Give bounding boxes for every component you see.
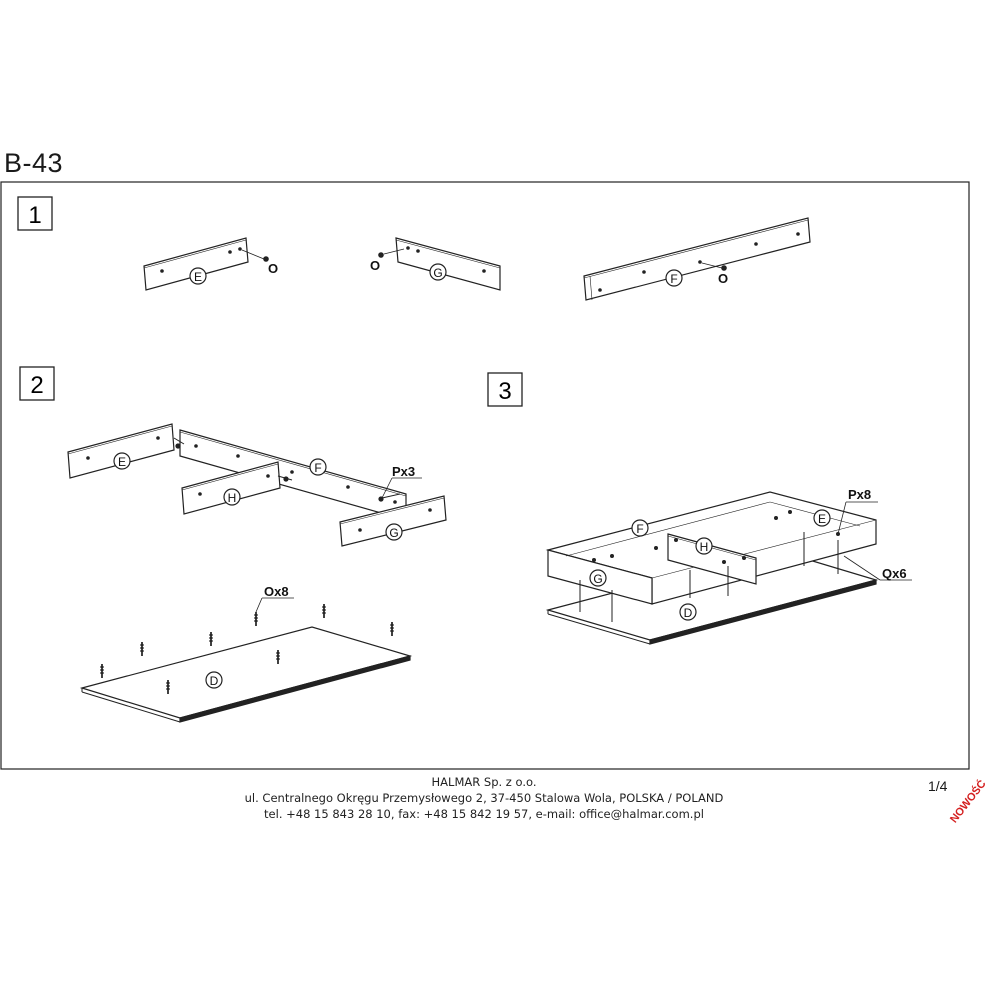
- fastener-label-px3: Px3: [392, 464, 415, 479]
- step-1-number: 1: [28, 202, 41, 229]
- step-2-drawing: F E H: [67, 423, 447, 723]
- part-label-f-step2: F: [314, 461, 321, 475]
- model-title: B-43: [4, 148, 64, 178]
- footer-address: ul. Centralnego Okręgu Przemysłowego 2, …: [244, 791, 724, 805]
- board-h-step3: H: [667, 533, 757, 585]
- footer-company: HALMAR Sp. z o.o.: [431, 775, 537, 789]
- fastener-label-o-1: O: [268, 261, 278, 276]
- part-label-g-step2: G: [389, 526, 398, 540]
- board-f-step1: F O: [583, 217, 811, 301]
- board-e-step1: E O: [143, 237, 278, 291]
- part-label-h-step2: H: [228, 491, 237, 505]
- fastener-label-ox8: Ox8: [264, 584, 289, 599]
- fastener-label-o-2: O: [370, 258, 380, 273]
- board-e-step2: E: [67, 423, 185, 479]
- part-label-f: F: [670, 272, 677, 286]
- step-3-number: 3: [498, 378, 511, 405]
- page-number: 1/4: [928, 778, 948, 794]
- part-label-d-step2: D: [210, 674, 219, 688]
- board-h-step2: H: [181, 461, 293, 515]
- board-g-step2: G: [339, 493, 447, 547]
- part-label-e-step3: E: [818, 512, 826, 526]
- step-3-box: 3: [487, 372, 523, 407]
- step-2-number: 2: [30, 372, 43, 399]
- fastener-label-px8: Px8: [848, 487, 871, 502]
- fastener-label-o-3: O: [718, 271, 728, 286]
- part-label-e: E: [194, 270, 202, 284]
- step-1-drawing: E O G O F: [143, 217, 811, 301]
- board-d-step2: D Ox8: [79, 584, 413, 723]
- part-label-e-step2: E: [118, 455, 126, 469]
- step-3-drawing: D F E G H: [545, 487, 912, 645]
- part-label-h-step3: H: [700, 540, 709, 554]
- step-1-box: 1: [17, 196, 53, 231]
- board-g-step1: G O: [370, 237, 501, 291]
- page-border: [0, 181, 970, 770]
- part-label-d-step3: D: [684, 606, 693, 620]
- part-label-g: G: [433, 266, 442, 280]
- fastener-label-qx6: Qx6: [882, 566, 907, 581]
- step-2-box: 2: [19, 366, 55, 401]
- part-label-g-step3: G: [593, 572, 602, 586]
- part-label-f-step3: F: [636, 522, 643, 536]
- footer-contact: tel. +48 15 843 28 10, fax: +48 15 842 1…: [264, 807, 704, 821]
